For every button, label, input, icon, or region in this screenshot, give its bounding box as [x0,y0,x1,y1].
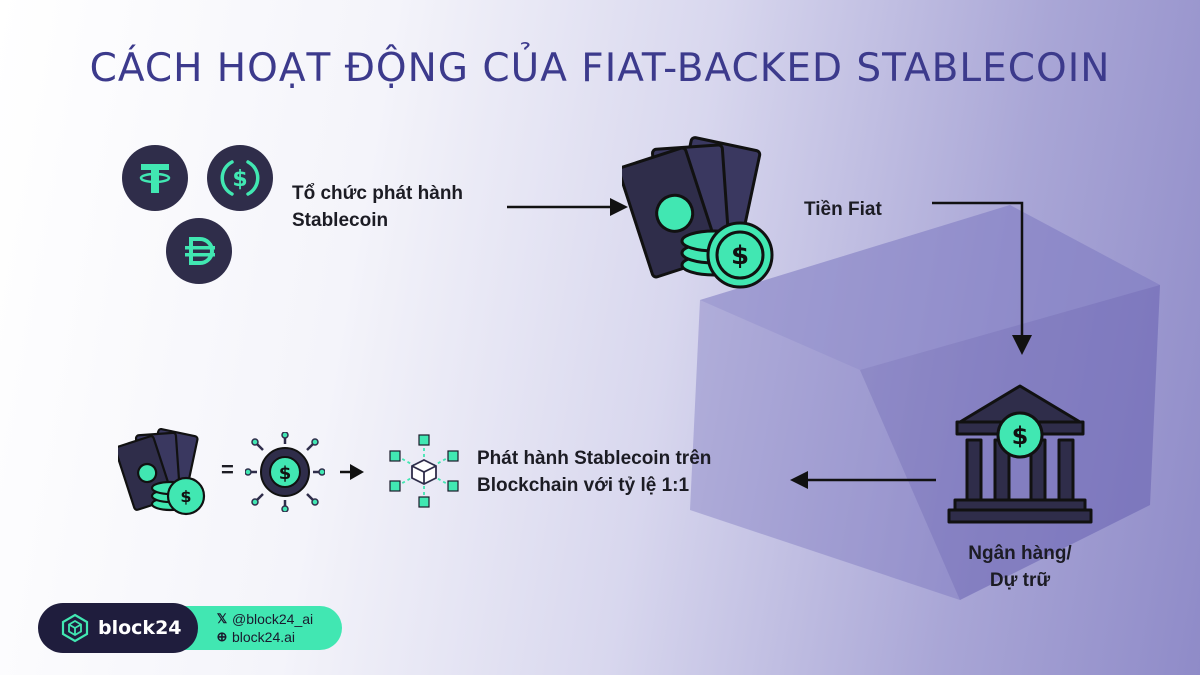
svg-text:$: $ [279,463,292,484]
arrow-issuer-to-fiat [507,198,628,216]
website-link: block24.ai [232,629,296,645]
fiat-label: Tiền Fiat [804,199,882,220]
usdc-coin-icon: $ [207,145,273,211]
x-logo-icon: 𝕏 [216,611,228,626]
blockchain-network-icon [389,434,459,508]
social-pill: 𝕏 @block24_ai ⊕ block24.ai [180,606,342,650]
money-bills-small-icon: $ [118,428,206,516]
money-bills-icon: $ [622,136,774,289]
website-row[interactable]: ⊕ block24.ai [216,628,342,646]
block24-logo-icon [61,613,89,643]
issuer-label: Tổ chức phát hành Stablecoin [292,183,464,231]
svg-text:$: $ [1012,422,1029,450]
brand-name: block24 [98,617,182,639]
equals-sign: = [221,457,234,482]
arrow-bank-to-issue [790,471,936,489]
issue-label: Phát hành Stablecoin trên Blockchain với… [477,448,712,496]
brand-pill[interactable]: block24 [38,603,198,653]
svg-text:$: $ [232,167,247,192]
x-handle: @block24_ai [232,611,314,627]
svg-text:$: $ [180,487,191,506]
arrow-gear-to-chain [340,464,364,480]
page-title: CÁCH HOẠT ĐỘNG CỦA FIAT-BACKED STABLECOI… [89,46,1111,91]
bank-icon: $ [947,384,1093,524]
svg-text:$: $ [731,241,749,271]
x-handle-row[interactable]: 𝕏 @block24_ai [216,610,342,628]
gear-dollar-icon: $ [245,432,325,512]
arrow-fiat-to-bank [932,201,1032,355]
dai-coin-icon [166,218,232,284]
globe-icon: ⊕ [216,629,228,644]
bank-label: Ngân hàng/ Dự trữ [968,543,1072,591]
tether-coin-icon [122,145,188,211]
